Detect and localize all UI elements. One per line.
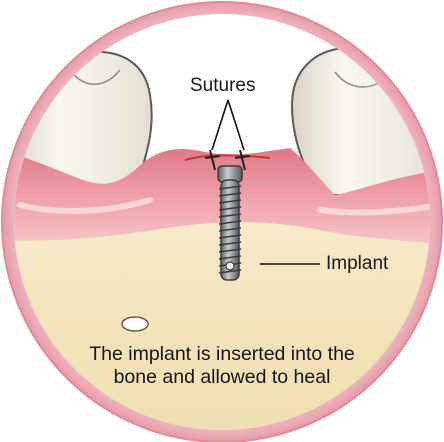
- implant-label: Implant: [326, 253, 388, 275]
- caption-line-2: bone and allowed to heal: [40, 366, 404, 389]
- caption: The implant is inserted into the bone an…: [40, 343, 404, 389]
- bone-cavity: [122, 317, 148, 331]
- implant: [218, 166, 242, 280]
- sutures-label: Sutures: [190, 75, 255, 97]
- caption-line-1: The implant is inserted into the: [40, 343, 404, 366]
- implant-tip-hole: [226, 262, 234, 270]
